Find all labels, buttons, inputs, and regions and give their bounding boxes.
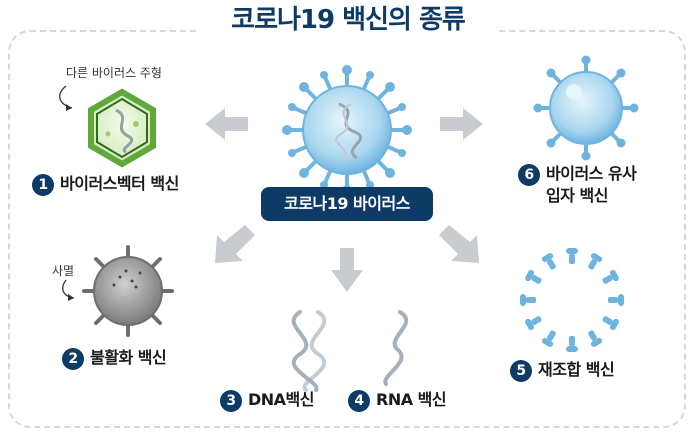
rna-strand-icon [383,310,409,386]
type-recombinant: 5 재조합 백신 [510,356,615,382]
arrow-down [331,248,363,292]
number-badge: 4 [348,389,370,412]
number-badge: 6 [518,163,540,186]
type-dna: 3 DNA백신 [220,386,315,412]
viral-vector-icon [88,88,156,168]
type-label: DNA백신 [248,390,315,409]
arrow-left [205,108,248,140]
inactivated-label: 사멸 [52,264,75,278]
type-label: 불활화 백신 [90,348,167,367]
number-badge: 1 [32,173,54,196]
page-title: 코로나19 백신의 종류 [198,2,498,38]
type-inactivated: 2 불활화 백신 [62,344,167,370]
arrow-down-left [215,225,255,263]
type-label: RNA 백신 [376,390,447,409]
number-badge: 3 [220,389,242,412]
coronavirus-center [282,65,412,195]
number-badge: 2 [62,347,84,370]
arrow-right [440,108,483,140]
type-virus-like-particle: 6 바이러스 유사 [518,160,637,186]
type-label-line1: 바이러스 유사 [546,164,637,183]
virus-like-particle-icon [533,55,639,161]
arrow-down-right [439,225,479,263]
type-virus-like-particle-line2: 입자 백신 [546,186,608,205]
type-viral-vector: 1 바이러스벡터 백신 [32,170,179,196]
type-label: 바이러스벡터 백신 [60,174,179,193]
curved-arrow-1 [59,85,73,109]
coronavirus-label: 코로나19 바이러스 [261,187,433,221]
other-virus-template-label: 다른 바이러스 주형 [66,66,162,80]
inactivated-virus-icon [82,245,174,337]
dna-strand-icon [291,310,327,392]
type-rna: 4 RNA 백신 [348,386,447,412]
recombinant-icon [520,248,624,352]
number-badge: 5 [510,359,532,382]
type-label: 재조합 백신 [538,360,615,379]
